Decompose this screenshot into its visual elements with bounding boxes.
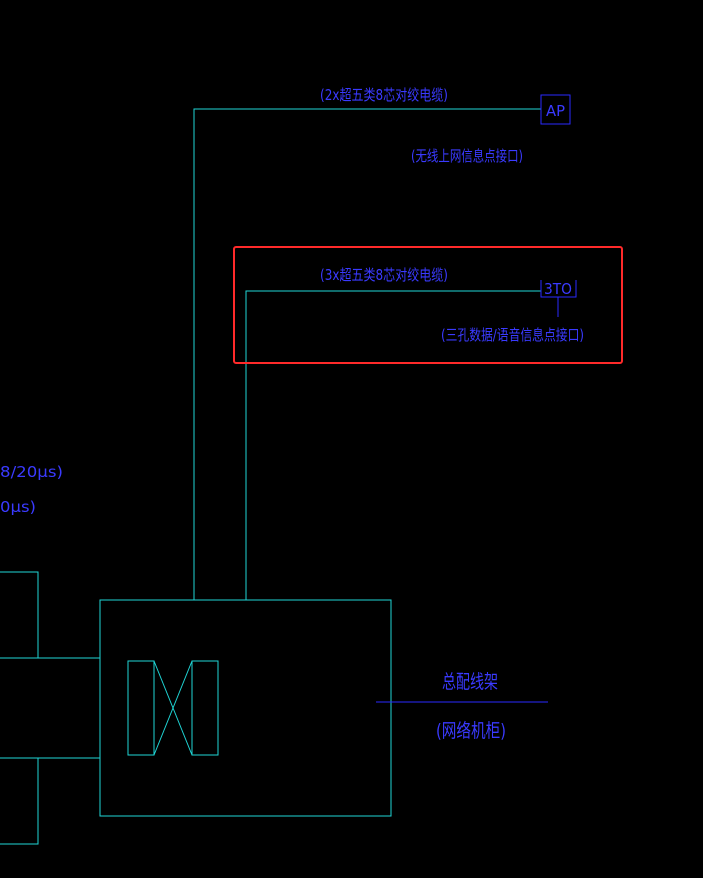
cable-3to-label: (3x超五类8芯对绞电缆) — [320, 266, 448, 284]
side-note-line-2: 0μs) — [0, 498, 36, 516]
outlet-3to-label: 3TO — [544, 280, 572, 298]
left-lower-box-fragment — [0, 758, 39, 845]
cable-ap-line — [193, 108, 541, 600]
left-equipment-fragments — [0, 571, 101, 845]
cross-connect-diagonal-2 — [153, 660, 193, 756]
ap-outlet-box — [540, 94, 571, 125]
cable-ap-label: (2x超五类8芯对绞电缆) — [320, 86, 448, 104]
highlight-3to-region — [233, 246, 623, 364]
cross-connect-left-block — [127, 660, 155, 756]
cross-connect-symbol — [127, 660, 219, 756]
outlet-3to-description: (三孔数据/语音信息点接口) — [441, 326, 584, 344]
distribution-frame-subtitle: (网络机柜) — [436, 720, 506, 742]
ap-box-label: AP — [546, 102, 565, 120]
cable-3to-line — [245, 290, 541, 600]
side-note-line-1: 8/20μs) — [0, 463, 63, 481]
distribution-frame-box — [99, 599, 392, 817]
outlet-3to-symbol — [540, 280, 577, 317]
left-middle-box-fragment — [0, 657, 101, 759]
left-upper-box-fragment — [0, 571, 39, 658]
cross-connect-right-block — [191, 660, 219, 756]
distribution-frame-title: 总配线架 — [442, 671, 498, 693]
ap-description: (无线上网信息点接口) — [411, 147, 523, 165]
